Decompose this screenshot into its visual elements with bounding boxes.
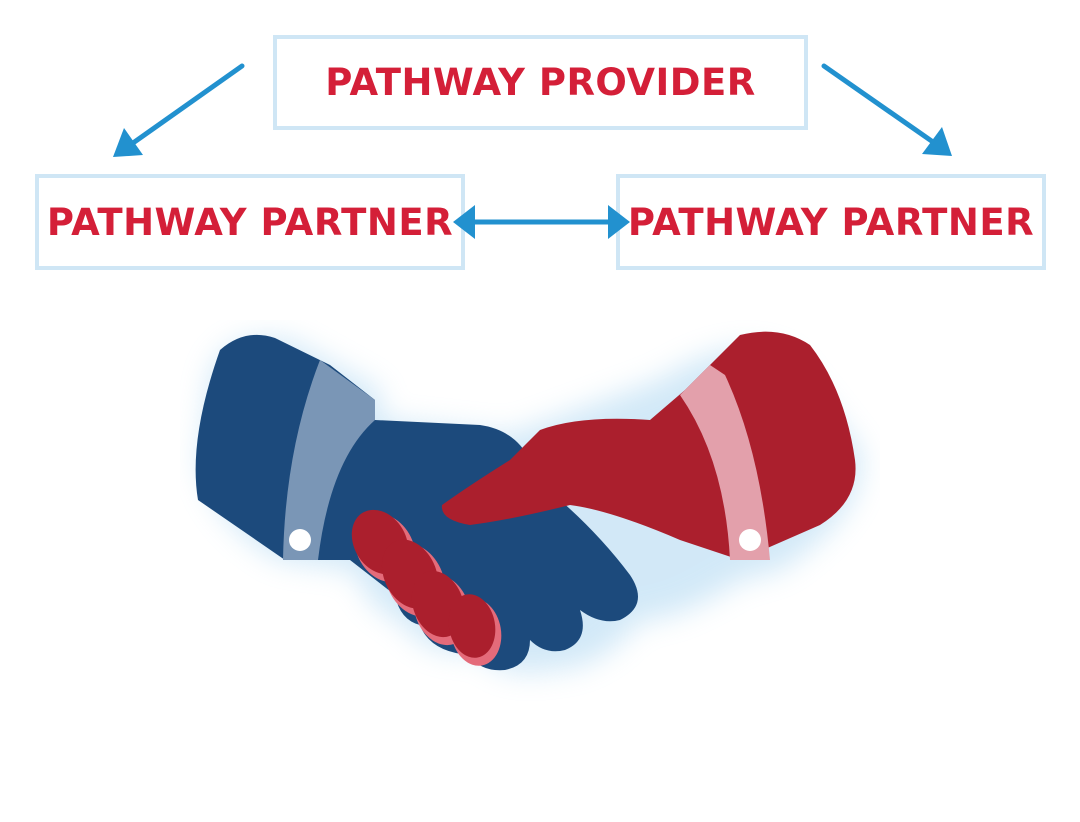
handshake-icon bbox=[195, 331, 861, 673]
pathway-partner-left-box: PATHWAY PARTNER bbox=[35, 174, 465, 270]
pathway-provider-label: PATHWAY PROVIDER bbox=[325, 61, 756, 104]
left-cufflink-icon bbox=[289, 529, 311, 551]
pathway-partner-left-label: PATHWAY PARTNER bbox=[46, 200, 454, 244]
pathway-partner-right-box: PATHWAY PARTNER bbox=[616, 174, 1046, 270]
right-cufflink-icon bbox=[739, 529, 761, 551]
arrow-provider-to-right-partner bbox=[821, 63, 952, 156]
arrow-partner-bidirectional bbox=[453, 205, 630, 239]
left-cuff-icon bbox=[283, 360, 375, 560]
pathway-provider-box: PATHWAY PROVIDER bbox=[273, 35, 808, 130]
connector-arrows bbox=[113, 63, 952, 239]
arrow-provider-to-left-partner bbox=[113, 63, 245, 157]
right-cuff-icon bbox=[680, 365, 770, 560]
red-fingers-icon bbox=[351, 509, 502, 666]
pathway-partner-right-label: PATHWAY PARTNER bbox=[627, 200, 1035, 244]
right-hand-icon bbox=[441, 331, 856, 560]
left-hand-icon bbox=[195, 334, 638, 671]
